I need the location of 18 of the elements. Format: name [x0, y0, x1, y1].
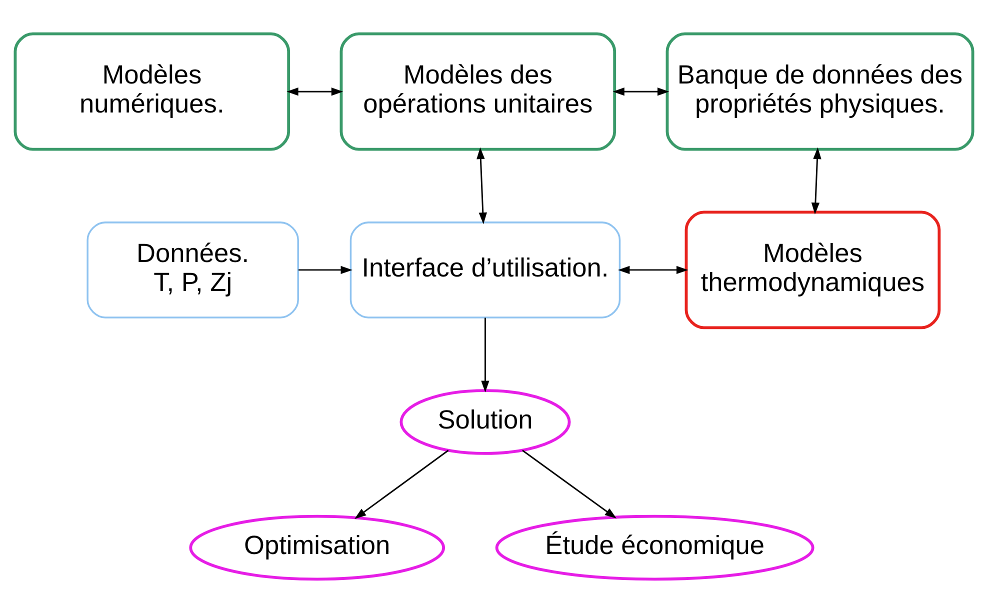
node-box: Interface d’utilisation. [349, 222, 620, 318]
node-box: Modèles numériques. [13, 32, 290, 151]
node-ellipse: Optimisation [188, 514, 445, 581]
arrow [612, 88, 669, 96]
arrow [286, 88, 343, 96]
node-box: Données. T, P, Zj [86, 222, 298, 318]
arrow [480, 318, 489, 392]
arrow [810, 147, 821, 214]
node-ellipse: Étude économique [494, 514, 814, 581]
arrow [354, 450, 448, 519]
arrow [617, 266, 688, 274]
node-box: Banque de données des propriétés physiques. [665, 32, 974, 151]
node-box: Modèles des opérations unitaires [339, 32, 616, 151]
node-ellipse: Solution [399, 389, 570, 455]
node-box: Modèles thermodynamiques [684, 210, 940, 330]
arrow [522, 450, 616, 519]
arrow [298, 266, 352, 274]
arrow [476, 147, 486, 224]
